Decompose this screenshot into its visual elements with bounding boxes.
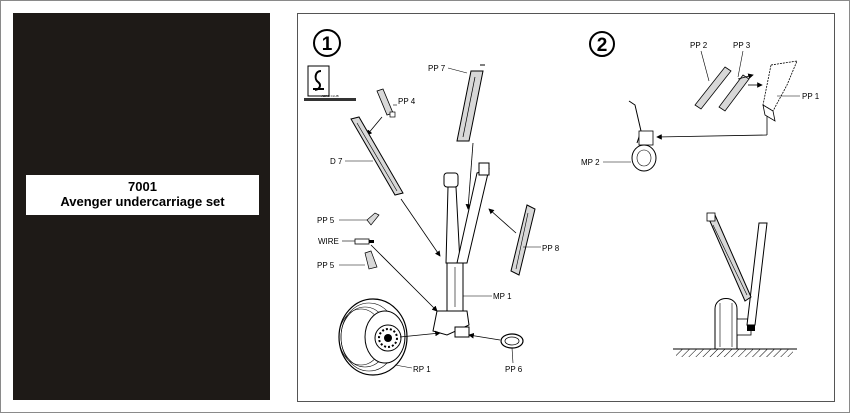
step-2-badge xyxy=(589,31,615,57)
arrow-pp8 xyxy=(488,208,517,234)
brand-logo: AERO CLUB xyxy=(304,65,356,101)
part-wire xyxy=(354,238,374,245)
label-mp1: MP 1 xyxy=(493,292,512,301)
label-pp3: PP 3 xyxy=(733,41,751,50)
step-2: 2 PP 2 PP 3 PP 1 MP 2 xyxy=(581,31,820,357)
part-mp2 xyxy=(628,100,657,172)
label-pp4: PP 4 xyxy=(398,97,416,106)
part-pp6 xyxy=(500,333,524,349)
label-pp5-top: PP 5 xyxy=(317,216,335,225)
step-1: 1 AERO CLUB xyxy=(304,29,560,376)
arrow-rp1 xyxy=(399,330,441,338)
label-pp8: PP 8 xyxy=(542,244,560,253)
part-rp1-wheel xyxy=(338,298,408,376)
step-1-badge xyxy=(313,29,341,57)
arrow-d7 xyxy=(400,198,441,257)
part-pp5-top xyxy=(366,212,380,226)
label-d7: D 7 xyxy=(330,157,343,166)
part-pp3 xyxy=(718,74,750,112)
product-name: Avenger undercarriage set xyxy=(60,194,225,209)
label-mp2: MP 2 xyxy=(581,158,600,167)
step-1-number: 1 xyxy=(322,34,333,55)
part-pp8 xyxy=(510,204,536,276)
label-rp1: RP 1 xyxy=(413,365,431,374)
label-pp7: PP 7 xyxy=(428,64,446,73)
assembled-view xyxy=(673,212,797,357)
arrow-wire xyxy=(370,244,438,312)
label-pp5-bottom: PP 5 xyxy=(317,261,335,270)
part-mp1 xyxy=(432,162,490,338)
part-pp5-bottom xyxy=(364,250,378,270)
label-pp2: PP 2 xyxy=(690,41,708,50)
part-pp1 xyxy=(762,60,798,122)
assembly-diagram: 1 AERO CLUB xyxy=(304,29,820,376)
title-box: 7001 Avenger undercarriage set xyxy=(26,175,259,215)
product-code: 7001 xyxy=(128,179,157,194)
arrow-pp1 xyxy=(656,134,768,140)
part-pp4 xyxy=(376,88,396,118)
arrow-pp4 xyxy=(366,116,383,136)
logo-caption: AERO CLUB xyxy=(321,94,338,98)
label-pp6: PP 6 xyxy=(505,365,523,374)
part-d7 xyxy=(350,116,404,196)
label-wire: WIRE xyxy=(318,237,339,246)
step-2-number: 2 xyxy=(597,35,608,56)
arrow-pp2 xyxy=(737,73,754,80)
part-pp2 xyxy=(694,66,732,110)
arrow-pp7 xyxy=(465,142,474,210)
arrow-pp6 xyxy=(468,333,501,341)
part-pp7 xyxy=(456,64,485,142)
label-pp1: PP 1 xyxy=(802,92,820,101)
